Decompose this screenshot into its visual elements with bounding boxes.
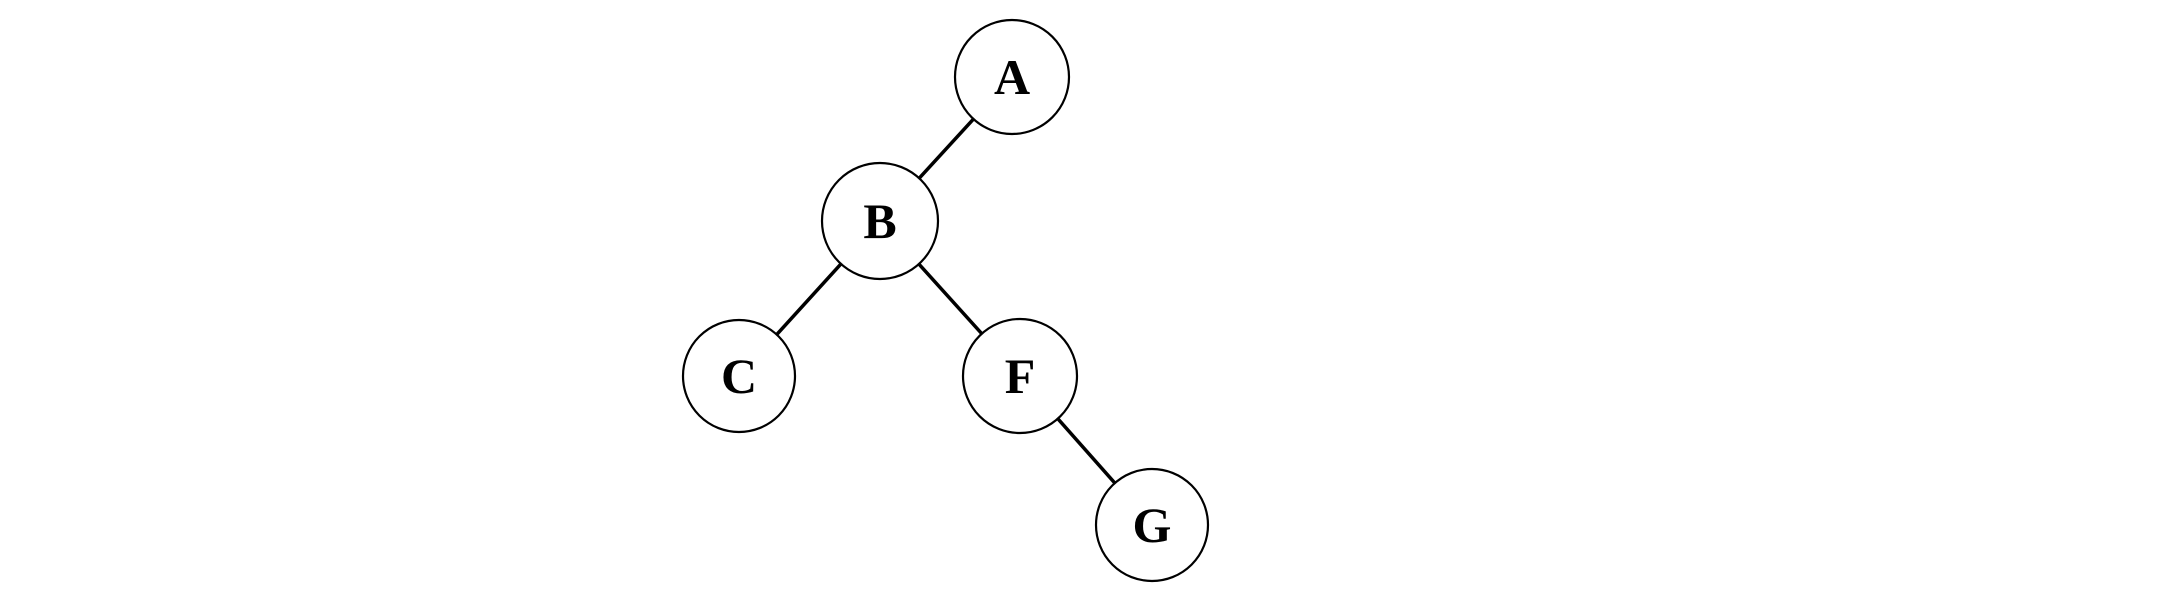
- node-F-circle: [961, 317, 1079, 435]
- node-F: F: [961, 317, 1079, 435]
- node-A-label: A: [994, 49, 1030, 105]
- node-C-label: C: [721, 348, 757, 404]
- node-B-circle: [820, 161, 940, 281]
- node-A-circle: [953, 18, 1071, 136]
- node-G-label: G: [1133, 497, 1172, 553]
- node-G-circle: [1094, 467, 1210, 583]
- node-B-label: B: [863, 193, 896, 249]
- node-G: G: [1094, 467, 1210, 583]
- node-B: B: [820, 161, 940, 281]
- node-C-circle: [681, 318, 797, 434]
- node-C: C: [681, 318, 797, 434]
- node-F-label: F: [1005, 348, 1036, 404]
- node-A: A: [953, 18, 1071, 136]
